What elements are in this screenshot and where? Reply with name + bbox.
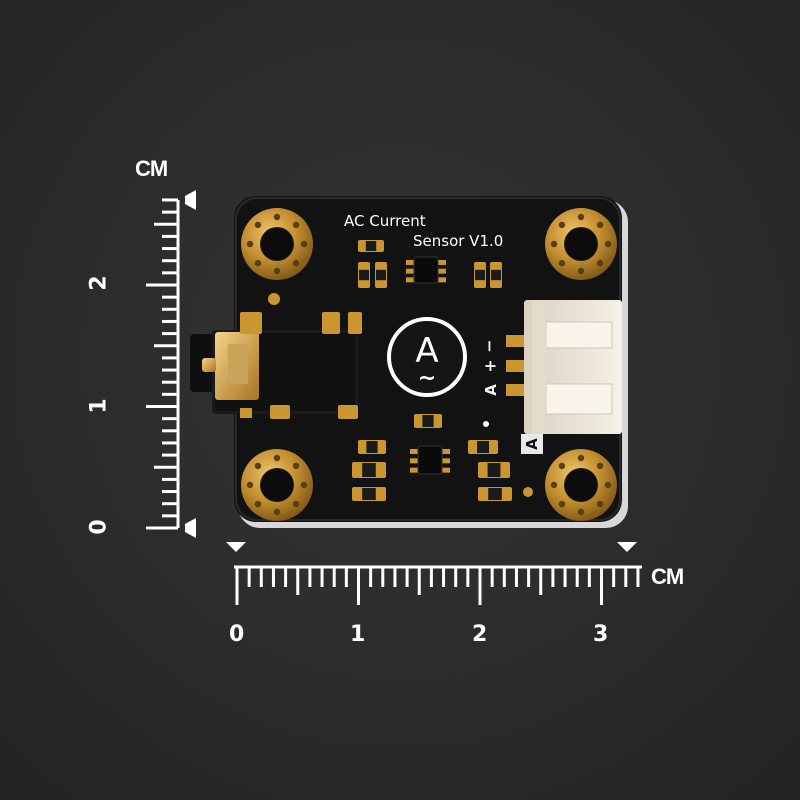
silk-dot: [268, 293, 280, 305]
ic-pin: [438, 277, 446, 283]
smd-body: [362, 488, 376, 500]
via-dot: [577, 213, 585, 221]
ic-pin: [442, 449, 450, 454]
via-dot: [596, 221, 604, 229]
horizontal-ruler-label-3: 3: [593, 622, 609, 647]
ic-body: [417, 445, 443, 475]
pin-label-a: A: [481, 384, 500, 396]
ic-body: [413, 256, 439, 284]
ic-pin: [406, 268, 414, 274]
silk-dot: [483, 421, 489, 427]
current-logo: A ~: [387, 317, 467, 397]
ic-pin: [406, 277, 414, 283]
smd-components: [352, 240, 512, 501]
vertical-ruler-ticks: [146, 198, 178, 530]
board-title-line2: Sensor V1.0: [413, 232, 504, 250]
connector-label-a: A: [521, 434, 543, 454]
via-dot: [273, 213, 281, 221]
horizontal-ruler: [226, 542, 642, 605]
via-dot: [292, 221, 300, 229]
smd-body: [487, 463, 501, 477]
horizontal-ruler-label-0: 0: [229, 622, 245, 647]
ic-pin: [406, 260, 414, 265]
vertical-ruler: [146, 190, 196, 538]
horizontal-ruler-left-marker: [226, 542, 246, 552]
logo-wave: ~: [418, 366, 436, 391]
via-dot: [596, 259, 604, 267]
via-dot: [273, 454, 281, 462]
via-dot: [254, 462, 262, 470]
horizontal-ruler-label-2: 2: [472, 622, 488, 647]
smd-body: [491, 269, 501, 281]
smd-body: [362, 463, 376, 477]
via-dot: [273, 508, 281, 516]
vertical-ruler-label-2: 2: [86, 275, 112, 291]
via-dot: [273, 267, 281, 275]
via-dot: [254, 500, 262, 508]
via-dot: [577, 454, 585, 462]
vertical-ruler-unit: CM: [135, 156, 168, 181]
via-dot: [577, 508, 585, 516]
board-title-line1: AC Current: [344, 212, 426, 230]
smd-body: [359, 269, 369, 281]
via-dot: [246, 481, 254, 489]
smd-body: [477, 441, 489, 453]
pin-label-minus: −: [479, 339, 499, 353]
vertical-ruler-bottom-marker: [185, 518, 196, 538]
logo-letter: A: [415, 331, 438, 371]
smd-body: [488, 488, 502, 500]
pin-label-plus: +: [480, 359, 500, 373]
vertical-ruler-label-0: 0: [86, 519, 112, 535]
via-dot: [604, 481, 612, 489]
ic-pin: [410, 458, 418, 464]
via-dot: [558, 259, 566, 267]
ic-pin: [438, 268, 446, 274]
horizontal-ruler-label-1: 1: [350, 622, 366, 647]
via-dot: [558, 462, 566, 470]
ic-pin: [442, 467, 450, 473]
via-dot: [292, 500, 300, 508]
via-dot: [596, 462, 604, 470]
ic-pin: [410, 449, 418, 454]
via-dot: [550, 240, 558, 248]
via-dot: [300, 481, 308, 489]
smd-body: [376, 269, 386, 281]
horizontal-ruler-right-marker: [617, 542, 637, 552]
via-dot: [300, 240, 308, 248]
ic-pin: [442, 458, 450, 464]
horizontal-ruler-unit: CM: [651, 564, 684, 589]
via-dot: [604, 240, 612, 248]
via-dot: [550, 481, 558, 489]
via-dot: [596, 500, 604, 508]
smd-body: [475, 269, 485, 281]
via-dot: [246, 240, 254, 248]
via-dot: [292, 259, 300, 267]
via-dot: [292, 462, 300, 470]
via-dot: [558, 221, 566, 229]
smd-body: [422, 415, 434, 427]
via-dot: [254, 259, 262, 267]
smd-body: [365, 241, 377, 251]
ic-pin: [410, 467, 418, 473]
via-dot: [254, 221, 262, 229]
jst-connector: [506, 300, 622, 434]
smd-body: [366, 441, 378, 453]
ic-pin: [438, 260, 446, 265]
audio-jack: [190, 312, 362, 419]
via-dot: [577, 267, 585, 275]
via-dot: [558, 500, 566, 508]
vertical-ruler-top-marker: [185, 190, 196, 210]
mounting-hole-vias: [246, 213, 612, 516]
silk-dot: [523, 487, 533, 497]
horizontal-ruler-ticks: [235, 567, 640, 605]
vertical-ruler-label-1: 1: [86, 398, 112, 414]
